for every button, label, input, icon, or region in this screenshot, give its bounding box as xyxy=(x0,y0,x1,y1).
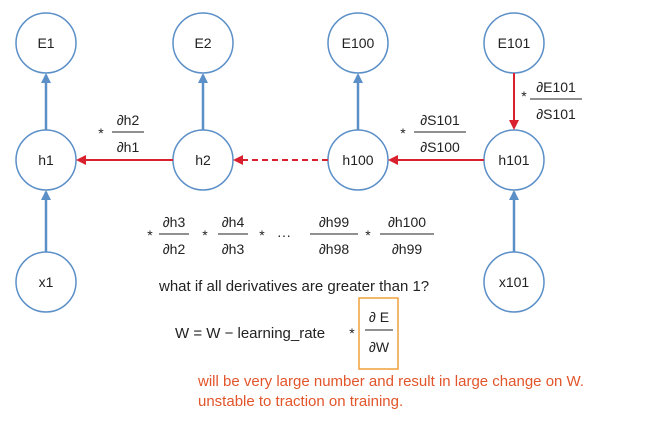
node-h101-label: h101 xyxy=(498,152,529,168)
node-e2-label: E2 xyxy=(194,35,211,51)
fraction-numerator: ∂S101 xyxy=(420,112,460,128)
fraction-numerator: ∂h99 xyxy=(319,214,349,230)
update-rule-text: W = W − learning_rate xyxy=(175,325,325,342)
multiply-operator: * xyxy=(521,88,527,104)
multiply-operator: * xyxy=(98,125,104,141)
question-text: what if all derivatives are greater than… xyxy=(158,278,429,295)
multiply-operator: * xyxy=(349,325,355,341)
node-e101-label: E101 xyxy=(498,35,531,51)
fraction-denominator: ∂S101 xyxy=(536,106,576,122)
node-e1-label: E1 xyxy=(37,35,54,51)
fraction-denominator: ∂h2 xyxy=(163,241,186,257)
fraction-numerator: ∂h100 xyxy=(388,214,426,230)
fraction-denominator: ∂h99 xyxy=(392,241,422,257)
fraction-denominator: ∂S100 xyxy=(420,139,460,155)
fraction-numerator: ∂h3 xyxy=(163,214,186,230)
node-e100-label: E100 xyxy=(342,35,375,51)
fraction-numerator: ∂E101 xyxy=(536,79,576,95)
gradient-highlight-box xyxy=(358,297,399,370)
fraction-denominator: ∂W xyxy=(369,339,390,355)
fraction-denominator: ∂h3 xyxy=(222,241,245,257)
ellipsis: ··· xyxy=(277,227,291,243)
fraction-denominator: ∂h98 xyxy=(319,241,349,257)
multiply-operator: * xyxy=(259,227,265,243)
fraction-numerator: ∂h4 xyxy=(222,214,245,230)
note-line-2: unstable to traction on training. xyxy=(198,393,403,410)
multiply-operator: * xyxy=(147,227,153,243)
note-line-1: will be very large number and result in … xyxy=(197,373,584,390)
node-h100-label: h100 xyxy=(342,152,373,168)
node-x1-label: x1 xyxy=(39,274,54,290)
multiply-operator: * xyxy=(365,227,371,243)
node-h1-label: h1 xyxy=(38,152,54,168)
fraction-numerator: ∂h2 xyxy=(117,112,140,128)
node-x101-label: x101 xyxy=(499,274,530,290)
fraction-denominator: ∂h1 xyxy=(117,139,140,155)
multiply-operator: * xyxy=(400,125,406,141)
node-h2-label: h2 xyxy=(195,152,211,168)
multiply-operator: * xyxy=(202,227,208,243)
fraction-numerator: ∂ E xyxy=(369,309,389,325)
